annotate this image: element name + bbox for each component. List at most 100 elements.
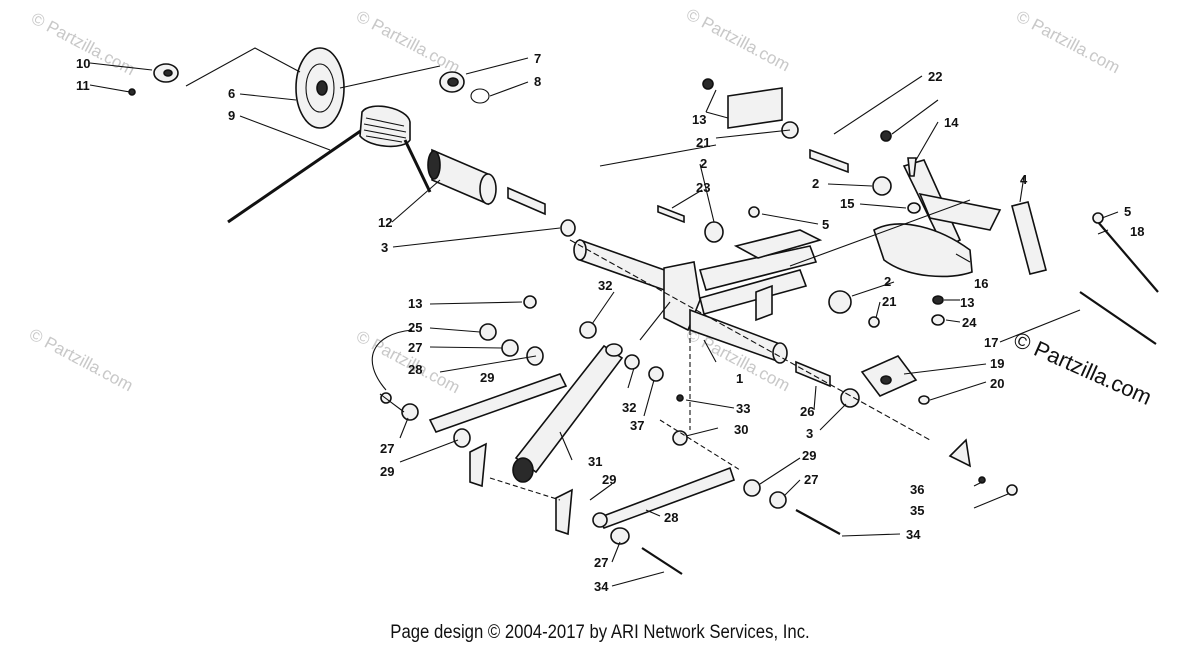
part-bushing-30 bbox=[672, 430, 688, 446]
part-nut-13c bbox=[702, 78, 714, 90]
part-pin-26 bbox=[795, 360, 831, 388]
part-nut-13d bbox=[880, 130, 892, 142]
callout-37: 37 bbox=[630, 418, 644, 433]
part-bushing-3 bbox=[840, 388, 860, 408]
callout-34b: 34 bbox=[594, 579, 609, 594]
part-cam-29b bbox=[469, 442, 487, 488]
watermark: © Partzilla.com bbox=[353, 7, 463, 78]
part-washer-27d bbox=[610, 527, 630, 545]
callout-2b: 2 bbox=[812, 176, 819, 191]
part-bushing bbox=[427, 148, 497, 206]
callout-6: 6 bbox=[228, 86, 235, 101]
callout-31: 31 bbox=[588, 454, 602, 469]
part-rear-arm bbox=[873, 159, 1047, 278]
callout-11: 11 bbox=[76, 78, 90, 93]
callout-32b: 32 bbox=[622, 400, 636, 415]
callout-22: 22 bbox=[928, 69, 942, 84]
callout-23: 23 bbox=[696, 180, 710, 195]
callout-7: 7 bbox=[534, 51, 541, 66]
part-nut-25 bbox=[479, 323, 497, 341]
callout-27: 27 bbox=[408, 340, 422, 355]
part-bolt-17 bbox=[1079, 291, 1157, 345]
part-shock-absorber bbox=[512, 343, 624, 483]
callout-29c: 29 bbox=[602, 472, 616, 487]
part-bushing-2b bbox=[828, 290, 852, 314]
callout-18: 18 bbox=[1130, 224, 1144, 239]
part-washer-27c bbox=[769, 491, 787, 509]
callout-33: 33 bbox=[736, 401, 750, 416]
part-link-arm-upper bbox=[428, 373, 568, 433]
part-pin bbox=[507, 186, 546, 216]
part-nut-13 bbox=[523, 295, 537, 309]
part-bushing-29c bbox=[743, 479, 761, 497]
part-plate-small bbox=[948, 438, 972, 468]
callout-29b: 29 bbox=[380, 464, 394, 479]
part-washer-27 bbox=[501, 339, 519, 357]
part-nut-21 bbox=[868, 316, 880, 328]
callout-15b: 13 bbox=[960, 295, 974, 310]
callout-29: 29 bbox=[480, 370, 494, 385]
callout-28: 28 bbox=[408, 362, 422, 377]
part-cam-29 bbox=[555, 488, 573, 536]
part-bearing bbox=[439, 71, 465, 93]
part-bolt-34b bbox=[641, 547, 683, 575]
part-bolt-35 bbox=[1006, 484, 1018, 496]
watermark: © Partzilla.com bbox=[683, 5, 793, 76]
part-idler-wheel bbox=[295, 47, 345, 129]
callout-labels: 10 11 6 9 7 8 12 3 22 13 21 14 2 23 15 5… bbox=[76, 51, 1144, 594]
part-bolt-14 bbox=[907, 157, 917, 177]
callout-27c: 27 bbox=[804, 472, 818, 487]
callout-30: 30 bbox=[734, 422, 748, 437]
parts-diagram: © Partzilla.com © Partzilla.com © Partzi… bbox=[26, 5, 1159, 594]
callout-15: 15 bbox=[840, 196, 854, 211]
leader-lines bbox=[89, 47, 1119, 587]
callout-3: 3 bbox=[381, 240, 388, 255]
watermark: © Partzilla.com bbox=[26, 325, 136, 396]
callout-2: 2 bbox=[700, 156, 707, 171]
part-nut-24 bbox=[931, 314, 945, 326]
callout-8: 8 bbox=[534, 74, 541, 89]
part-washer-15b bbox=[932, 295, 944, 305]
callout-9: 9 bbox=[228, 108, 235, 123]
part-ring-5 bbox=[748, 206, 760, 218]
part-bushing-2 bbox=[704, 221, 724, 243]
watermark-main: © Partzilla.com bbox=[1010, 327, 1156, 410]
part-retaining-ring bbox=[470, 88, 490, 104]
page-footer: Page design © 2004-2017 by ARI Network S… bbox=[390, 622, 810, 643]
part-bushing-29b bbox=[453, 428, 471, 448]
part-bushing-37 bbox=[648, 366, 664, 382]
callout-5b: 5 bbox=[1124, 204, 1131, 219]
part-nut-5b bbox=[1092, 212, 1104, 224]
part-bolt-long bbox=[1097, 221, 1159, 293]
part-bushing-2c bbox=[872, 176, 892, 196]
callout-25: 25 bbox=[408, 320, 422, 335]
part-torsion-spring bbox=[227, 105, 432, 224]
callout-12: 12 bbox=[378, 215, 392, 230]
callout-2c: 2 bbox=[884, 274, 891, 289]
callout-21: 21 bbox=[696, 135, 710, 150]
callout-21b: 21 bbox=[882, 294, 896, 309]
watermark: © Partzilla.com bbox=[1013, 7, 1123, 78]
part-bushing-32 bbox=[579, 321, 597, 339]
callout-4: 4 bbox=[1020, 172, 1028, 187]
callout-27b: 27 bbox=[380, 441, 394, 456]
callout-32: 32 bbox=[598, 278, 612, 293]
callout-24: 24 bbox=[962, 315, 977, 330]
parts-drawing bbox=[128, 47, 1159, 575]
callout-13b: 13 bbox=[408, 296, 422, 311]
callout-5: 5 bbox=[822, 217, 829, 232]
part-shaft bbox=[560, 219, 671, 294]
part-pin-22 bbox=[809, 148, 849, 174]
callout-27d: 27 bbox=[594, 555, 608, 570]
callout-35: 35 bbox=[910, 503, 924, 518]
part-pin-23 bbox=[657, 204, 685, 224]
callout-26: 26 bbox=[800, 404, 814, 419]
callout-29d: 29 bbox=[802, 448, 816, 463]
part-washer-20 bbox=[918, 395, 930, 405]
part-spacer bbox=[153, 63, 179, 83]
part-bushing-29d bbox=[592, 512, 608, 528]
callout-20: 20 bbox=[990, 376, 1004, 391]
callout-17: 17 bbox=[984, 335, 998, 350]
callout-3b: 3 bbox=[806, 426, 813, 441]
callout-14: 14 bbox=[944, 115, 959, 130]
